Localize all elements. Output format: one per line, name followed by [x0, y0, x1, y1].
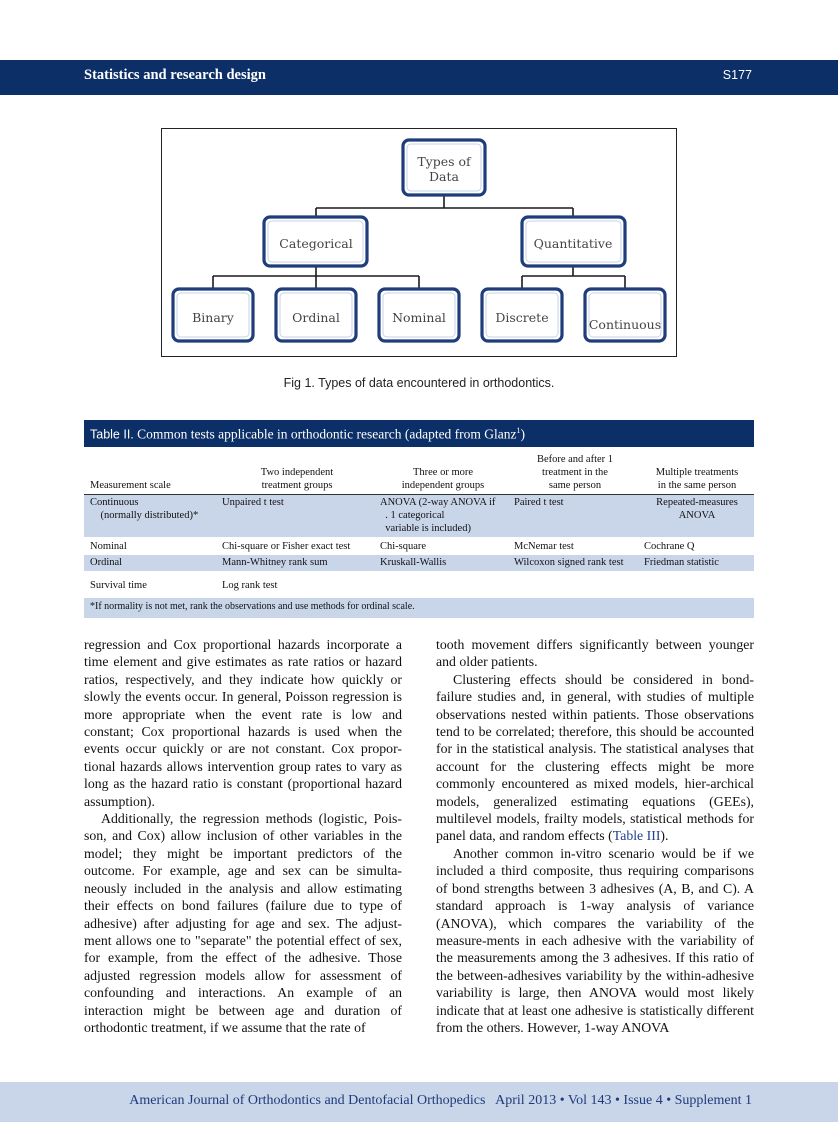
- page-number: S177: [722, 68, 752, 82]
- table-cell: Ordinal: [84, 555, 218, 571]
- node-discrete: Discrete: [480, 287, 564, 343]
- paragraph: tooth movement differs significantly bet…: [436, 637, 754, 670]
- table-title-bar: Table II. Common tests applicable in ort…: [84, 420, 754, 447]
- node-label-nominal: Nominal: [392, 310, 446, 325]
- table-cell: Unpaired t test: [218, 494, 376, 537]
- node-label-quantitative: Quantitative: [534, 236, 613, 251]
- body-column-right: tooth movement differs significantly bet…: [436, 636, 754, 1036]
- node-label-ordinal: Ordinal: [292, 310, 340, 325]
- table-label: Table II.: [90, 427, 134, 442]
- figure-types-of-data: Types of Data Categorical Quantitative B…: [161, 128, 677, 357]
- table-cell: Cochrane Q: [644, 541, 695, 552]
- table-row: Ordinal Mann-Whitney rank sum Kruskall-W…: [84, 555, 754, 571]
- node-label-root-1: Types of: [417, 154, 472, 169]
- table-cell: Mann-Whitney rank sum: [218, 555, 376, 571]
- paragraph: Another common in-vitro scenario would b…: [436, 845, 754, 1035]
- body-column-left: regression and Cox proportional hazards …: [84, 636, 402, 1036]
- table-common-tests: Table II. Common tests applicable in ort…: [84, 420, 754, 618]
- table-cell: Survival time: [90, 580, 147, 591]
- table-cell: Chi-square: [380, 541, 427, 552]
- table-title: Common tests applicable in orthodontic r…: [137, 426, 517, 442]
- running-header: Statistics and research design S177: [0, 60, 838, 95]
- table-cell: [510, 573, 640, 594]
- node-quantitative: Quantitative: [520, 215, 627, 268]
- table-cell: Friedman statistic: [640, 555, 754, 571]
- node-label-continuous: Continuous: [589, 317, 661, 332]
- node-categorical: Categorical: [262, 215, 369, 268]
- node-nominal: Nominal: [377, 287, 461, 343]
- table-title-end: ): [520, 426, 526, 442]
- connectors: [212, 196, 626, 289]
- paragraph: Clustering effects should be considered …: [436, 671, 754, 844]
- journal-citation: American Journal of Orthodontics and Den…: [129, 1093, 752, 1108]
- figure-caption: Fig 1. Types of data encountered in orth…: [283, 376, 555, 390]
- table-cell: Chi-square or Fisher exact test: [222, 541, 351, 552]
- node-label-categorical: Categorical: [279, 236, 352, 251]
- col-header: Measurement scale: [84, 447, 218, 495]
- table-cell: Nominal: [90, 541, 127, 552]
- table-cell: Log rank test: [222, 580, 278, 591]
- table-cell: Paired t test: [510, 494, 640, 537]
- table-cell: [640, 573, 754, 594]
- table-title-ref: 1: [516, 426, 521, 435]
- table-row: Survival time Log rank test: [84, 573, 754, 594]
- node-continuous: Continuous: [583, 287, 667, 343]
- running-footer: American Journal of Orthodontics and Den…: [0, 1082, 838, 1122]
- section-title: Statistics and research design: [84, 67, 266, 83]
- table-cell: [376, 573, 510, 594]
- table-cell: ANOVA (2-way ANOVA if . 1 categorical va…: [376, 494, 510, 537]
- table-cell: Wilcoxon signed rank test: [510, 555, 640, 571]
- paragraph: Additionally, the regression methods (lo…: [84, 811, 402, 1035]
- node-label-root-2: Data: [429, 169, 459, 184]
- node-label-discrete: Discrete: [495, 310, 548, 325]
- table-cell: McNemar test: [514, 541, 574, 552]
- paragraph: regression and Cox proportional hazards …: [84, 637, 402, 809]
- table-footnote: *If normality is not met, rank the obser…: [84, 598, 754, 618]
- table-cell: Continuous (normally distributed)*: [84, 494, 218, 537]
- node-types-of-data: Types of Data: [401, 138, 487, 197]
- node-ordinal: Ordinal: [274, 287, 358, 343]
- table-row: Continuous (normally distributed)* Unpai…: [84, 494, 754, 537]
- node-label-binary: Binary: [192, 310, 235, 325]
- types-of-data-diagram: Types of Data Categorical Quantitative B…: [171, 138, 667, 343]
- node-binary: Binary: [171, 287, 255, 343]
- table-cell: Kruskall-Wallis: [376, 555, 510, 571]
- table-row: Nominal Chi-square or Fisher exact test …: [84, 539, 754, 555]
- table-reference-link[interactable]: Table III: [612, 828, 661, 844]
